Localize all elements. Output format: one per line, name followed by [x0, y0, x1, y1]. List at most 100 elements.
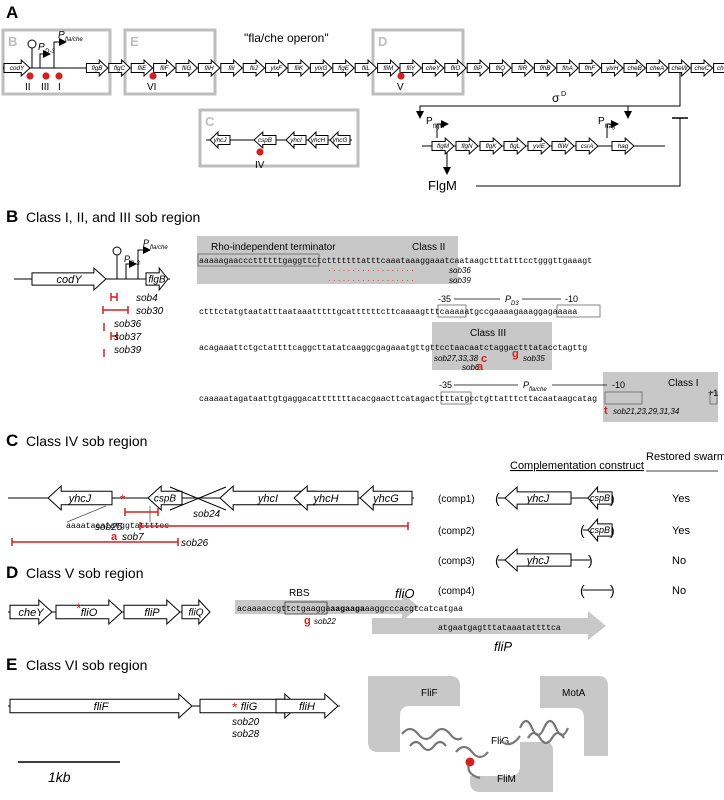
gene-label: cspB: [258, 137, 272, 144]
box-c: [198, 108, 360, 168]
gene-fliL: fliL: [354, 58, 378, 78]
gene-arrow-shape: [3, 58, 31, 78]
allele-label: sob20: [232, 717, 260, 728]
terminator-cross: [169, 486, 227, 511]
gene-label: cheD: [717, 65, 724, 72]
gene-label: fliG: [241, 701, 258, 713]
rbs-label: RBS: [289, 588, 310, 599]
box-letter: B: [8, 34, 17, 49]
gene-arrow-shape: [307, 130, 329, 150]
gene-flgK: flgK: [479, 136, 503, 156]
promoter-label: P: [426, 116, 433, 127]
gene-label: cheA: [650, 65, 664, 72]
gene-arrow-shape: [623, 58, 647, 78]
structure-label: MotA: [562, 688, 586, 699]
gene-fliR: fliR: [511, 58, 535, 78]
class-label: III: [41, 82, 49, 93]
gene-arrow-shape: [197, 58, 221, 78]
class2-shade: [197, 236, 458, 284]
gene-arrow-shape: [551, 136, 575, 156]
result-label: Yes: [672, 525, 690, 537]
gene-label: cspB: [590, 493, 610, 503]
gene-ylxH: ylxH: [601, 58, 624, 78]
gene-arrow-shape: [399, 58, 423, 78]
gene-fliW: fliW: [551, 136, 575, 156]
gene-label: flgC: [114, 65, 126, 72]
gene-arrow-shape: [9, 692, 193, 720]
dotted-deletion: · · · · · · · · · · · · · · · · · ·: [328, 276, 414, 285]
gene-arrow-shape: [479, 136, 503, 156]
gene-flgB: flgB: [85, 58, 109, 78]
class-label: I: [58, 82, 61, 93]
flgm-product: FlgM: [428, 178, 457, 193]
gene-arrow-shape: [85, 58, 109, 78]
gene-label: flgB: [92, 65, 103, 72]
sequence-line: aaaataaatatggtattttcc: [66, 522, 169, 531]
gene-label: flgN: [461, 143, 473, 150]
allele-label: sob22: [314, 617, 336, 626]
gene-arrow-shape: [108, 58, 131, 78]
gene-yhcJ: yhcJ: [209, 130, 231, 150]
gene-fliQ: fliQ: [181, 598, 211, 626]
minus10-box: [556, 304, 601, 318]
allele-label: sob28: [232, 729, 260, 740]
gene-label: fliW: [558, 143, 570, 150]
gene-yhcJ: yhcJ: [504, 485, 572, 511]
flim-shape: [470, 742, 553, 792]
gene-arrow-shape: [175, 58, 199, 78]
gene-arrow-shape: [645, 58, 669, 78]
class-label: VI: [147, 82, 156, 93]
allele-label: sob36: [114, 319, 142, 330]
allele-label: sob39: [114, 345, 142, 356]
gene-arrow-shape: [359, 484, 413, 512]
gene-label: fliF: [94, 701, 110, 713]
bracket-right: ): [610, 582, 615, 598]
promoter-sub: hag: [605, 124, 615, 130]
minus35-label: -35: [439, 380, 452, 390]
gene-label: fliP: [474, 65, 484, 72]
complementation-rows: (comp1)()yhcJcspBYes(comp2)()cspBYes(com…: [438, 485, 690, 598]
gene-label: ylxF: [270, 65, 284, 72]
gene-label: cspB: [590, 525, 610, 535]
minus35-box: [440, 391, 472, 405]
gene-fliH: fliH: [275, 692, 339, 720]
gene-label: fliM: [383, 65, 394, 72]
pfla-sub: fla/che: [529, 387, 547, 393]
gene-arrow-shape: [147, 484, 183, 512]
gene-cspB: cspB: [253, 130, 277, 150]
box-e: [123, 28, 217, 96]
mutation-base: g: [304, 615, 311, 627]
sigma-sup: D: [561, 91, 566, 98]
box-d: [371, 28, 465, 96]
gene-label: codY: [56, 274, 82, 286]
bracket-left: (: [495, 552, 500, 568]
promoter-sub: flgM: [433, 124, 444, 130]
promoter-sub: fla/che: [150, 245, 168, 251]
gene-label: fliR: [518, 65, 528, 72]
box-letter: E: [130, 34, 139, 49]
gene-yhcG: yhcG: [329, 130, 351, 150]
gene-label: flgM: [437, 143, 450, 150]
allele-label: sob4: [136, 293, 158, 304]
mutation-dot: [26, 72, 34, 80]
gene-arrow-shape: [668, 58, 691, 78]
class1-shade: [603, 372, 718, 422]
gene-cheB: cheB: [623, 58, 647, 78]
gene-label: yhcJ: [526, 493, 550, 505]
sequence-line: caaaaatagataattgtgaggacatttttttacacgaact…: [199, 395, 597, 404]
inhibition-line: [476, 118, 681, 187]
box-letter: C: [205, 114, 215, 129]
promoter-label: P: [143, 238, 149, 248]
sequence-line: ctttctatgtaatatttaataaatttttgcattttttctt…: [199, 308, 577, 317]
gene-flgE: flgE: [332, 58, 355, 78]
e-genes: fliF fliG fliH: [8, 692, 340, 720]
promoter-fla-arrow: [137, 246, 151, 279]
gene-cheA: cheA: [645, 58, 669, 78]
complementation-row: (comp4)()No: [438, 582, 686, 598]
gene-flgN: flgN: [455, 136, 479, 156]
